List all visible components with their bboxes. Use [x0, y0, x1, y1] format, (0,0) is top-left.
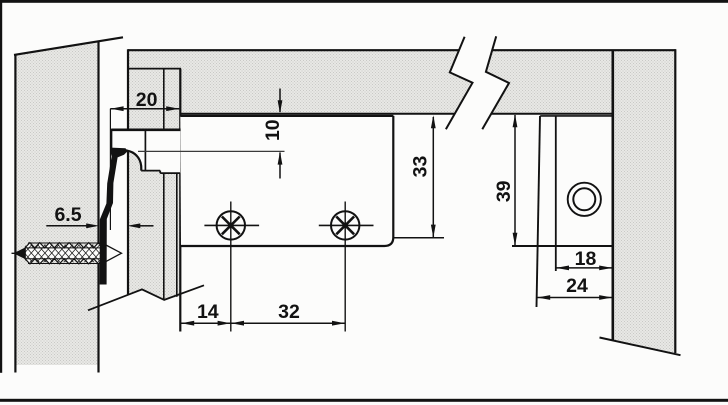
svg-text:20: 20 — [136, 89, 158, 111]
svg-text:33: 33 — [410, 156, 432, 178]
svg-text:39: 39 — [493, 180, 515, 202]
svg-text:10: 10 — [262, 119, 284, 141]
svg-text:18: 18 — [575, 248, 597, 270]
svg-text:14: 14 — [197, 301, 219, 323]
svg-text:32: 32 — [278, 301, 300, 323]
svg-text:24: 24 — [566, 275, 588, 297]
svg-text:6.5: 6.5 — [54, 204, 81, 226]
